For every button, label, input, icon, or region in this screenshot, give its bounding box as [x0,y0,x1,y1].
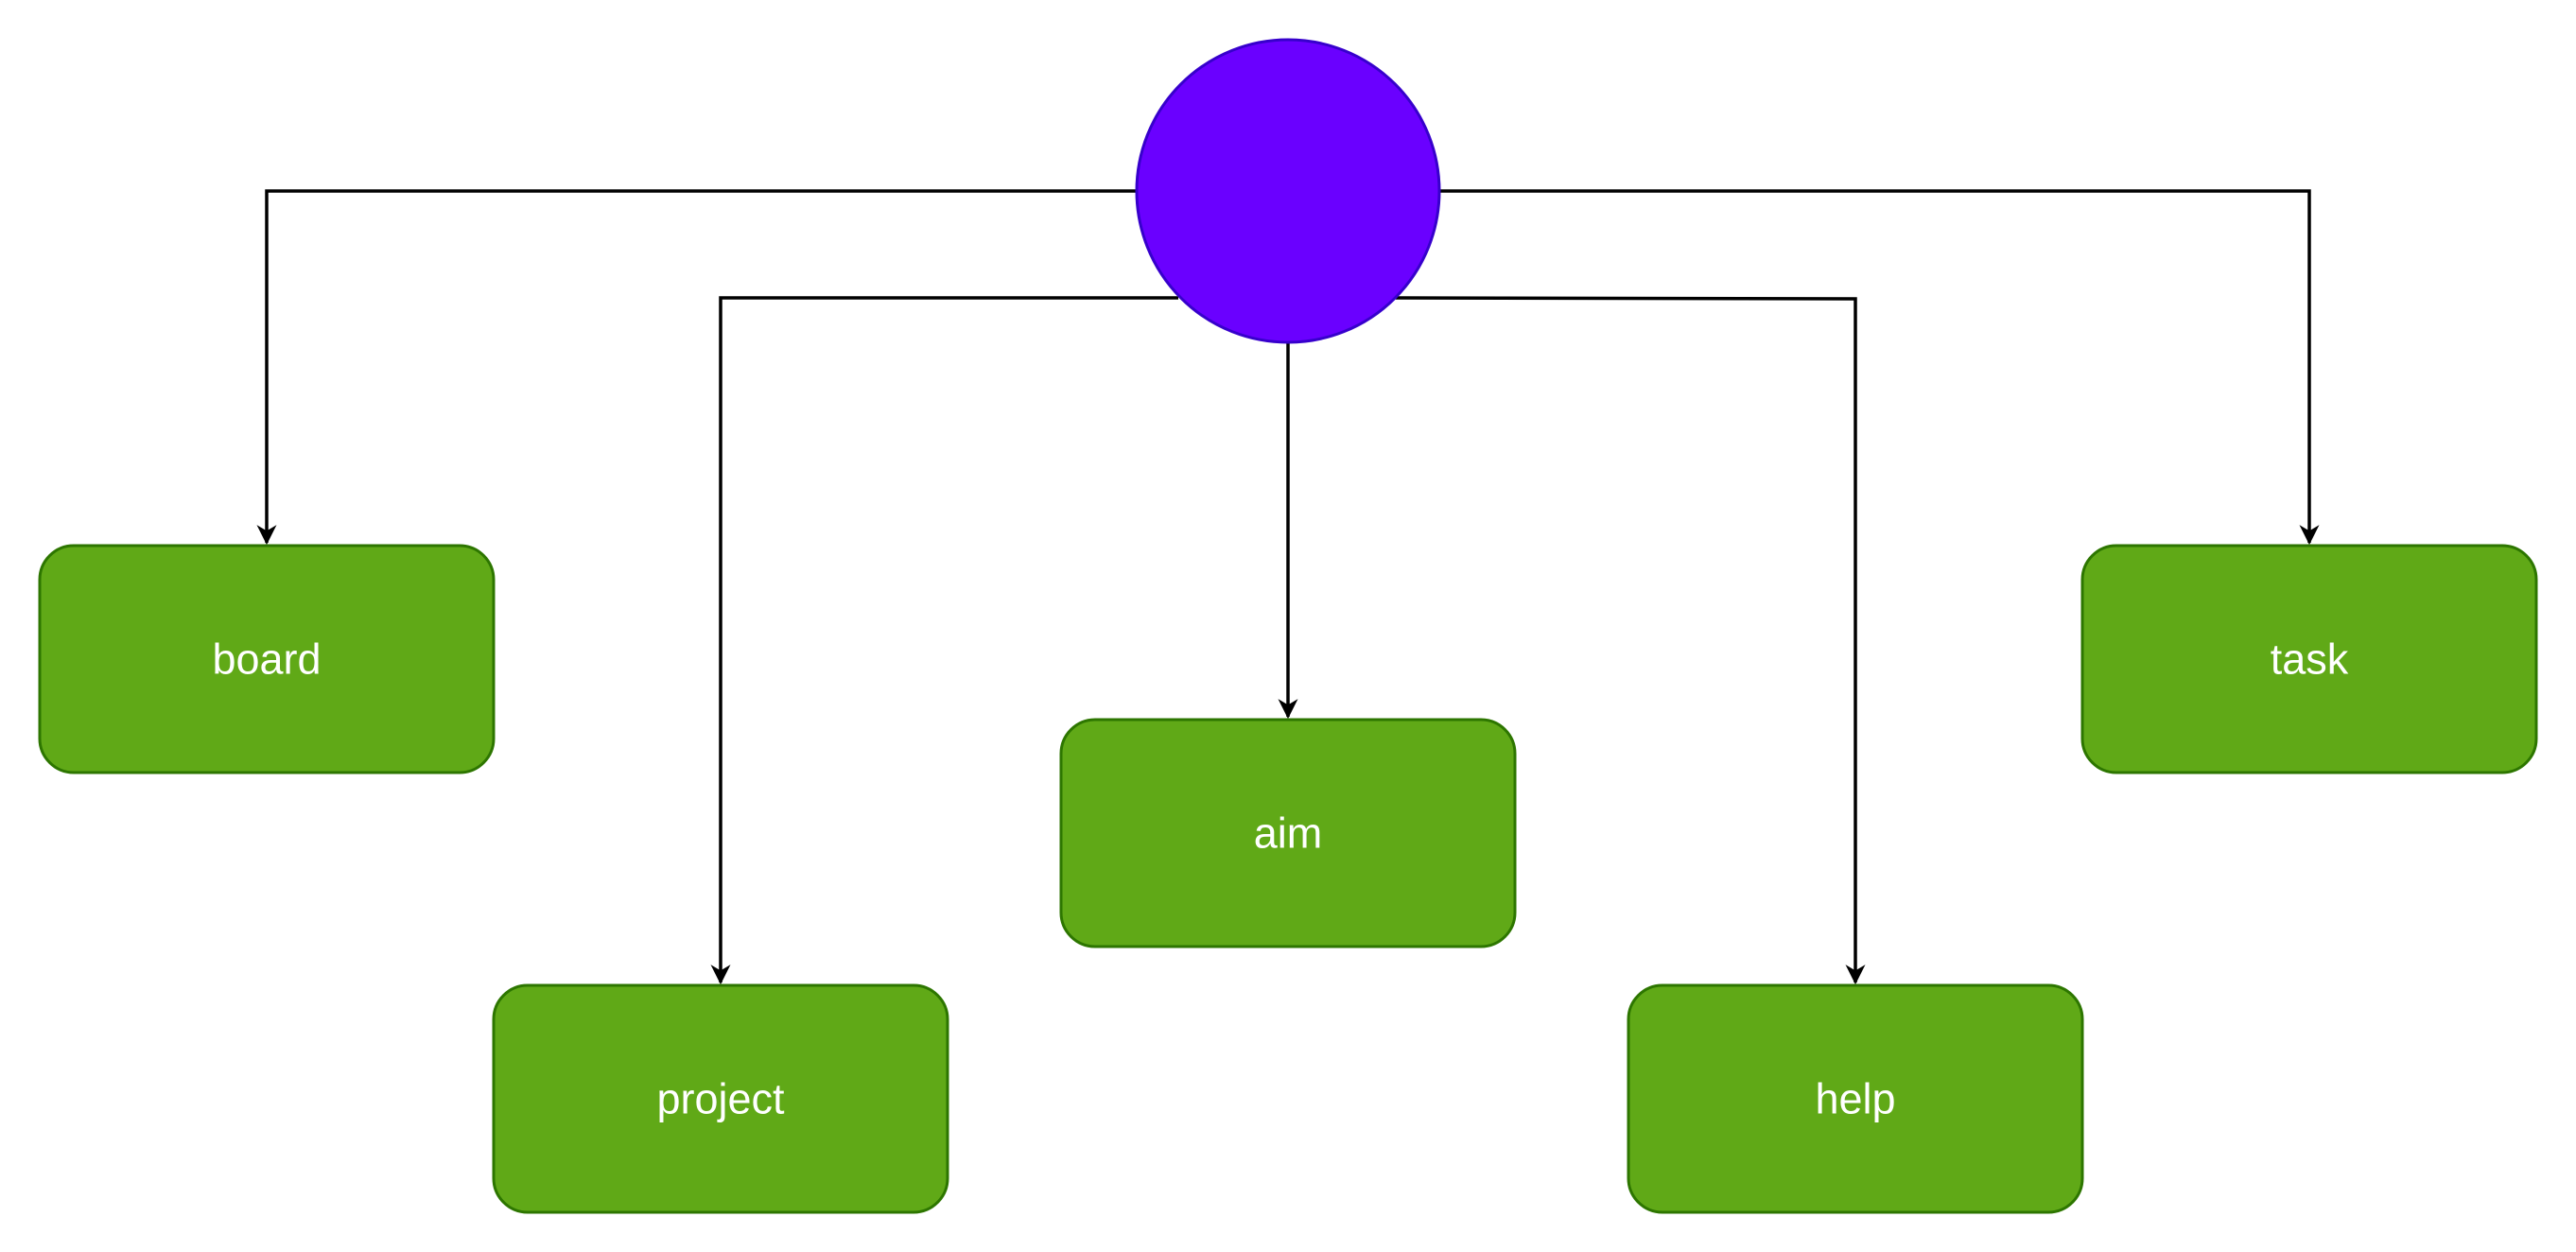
node-box[interactable] [492,983,949,1214]
node-label: help [1815,1075,1895,1123]
node-box[interactable] [2080,544,2538,774]
node-box[interactable] [1627,983,2084,1214]
edge-hub-to-project[interactable] [710,296,1178,985]
node-label: task [2271,635,2349,684]
edge-hub-to-task[interactable] [1439,189,2320,546]
edge-hub-to-help[interactable] [1395,296,1866,985]
node-task[interactable]: task [2080,544,2538,774]
node-box[interactable] [38,544,496,774]
node-board[interactable]: board [38,544,496,774]
node-aim[interactable]: aim [1059,718,1517,948]
node-help[interactable]: help [1627,983,2084,1214]
node-label: board [212,635,321,684]
node-project[interactable]: project [492,983,949,1214]
node-label: aim [1254,809,1323,858]
hub-node[interactable] [1135,38,1441,344]
node-label: project [656,1075,785,1123]
edge-hub-to-board[interactable] [256,189,1137,546]
hub-circle[interactable] [1135,38,1441,344]
node-box[interactable] [1059,718,1517,948]
edges [256,189,2320,985]
